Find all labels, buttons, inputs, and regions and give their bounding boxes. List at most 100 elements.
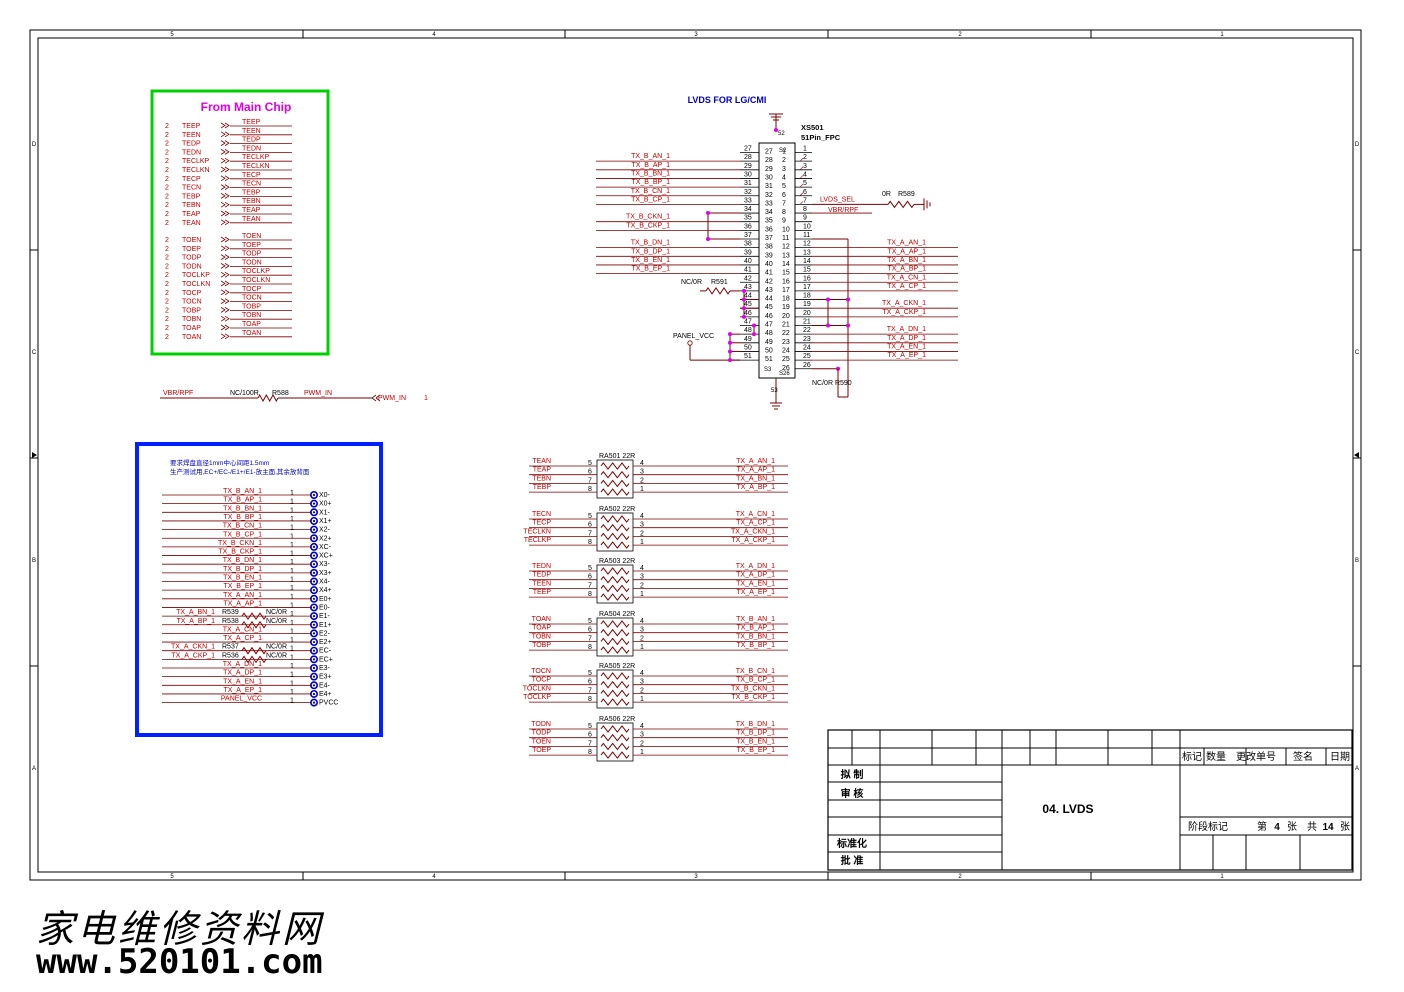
port-label: PWM_IN bbox=[378, 395, 406, 402]
offpage-connector bbox=[220, 271, 230, 278]
connector-pin-inner: 22 bbox=[782, 330, 790, 337]
resistor-r591 bbox=[705, 286, 731, 295]
connector-body bbox=[758, 142, 796, 379]
junction-dot bbox=[752, 332, 756, 337]
connector-pin-number: 44 bbox=[744, 293, 752, 300]
test-point-pad bbox=[309, 594, 318, 603]
main-chip-box bbox=[150, 89, 330, 356]
chip-signal-label: TOAN bbox=[182, 334, 201, 341]
resistor-ref: R537 bbox=[222, 644, 239, 651]
test-point-pad bbox=[309, 542, 318, 551]
test-point-label: E3- bbox=[319, 665, 331, 672]
test-point-pad bbox=[309, 646, 318, 655]
test-point-label: E1- bbox=[319, 613, 331, 620]
resistor-r590-label: NC/0R R590 bbox=[812, 380, 852, 387]
array-in-net: TECN bbox=[532, 511, 551, 518]
array-pin: 6 bbox=[588, 469, 592, 476]
junction-dot bbox=[706, 237, 710, 241]
lvds-connector-block: LVDS FOR LG/CMIXS50151Pin_FPC52S253S3S26… bbox=[596, 95, 958, 410]
connector-pin-inner: 26 bbox=[782, 365, 790, 372]
zone-label-top: 3 bbox=[694, 32, 698, 38]
resistor-ref: R589 bbox=[898, 191, 915, 198]
junction-dot bbox=[706, 211, 710, 216]
test-net-label: TX_B_BN_1 bbox=[223, 505, 262, 512]
connector-right-net: TX_A_AN_1 bbox=[887, 240, 926, 247]
array-pin: 5 bbox=[588, 565, 592, 572]
test-point-pad bbox=[309, 620, 318, 629]
stage-label: 阶段标记 bbox=[1188, 820, 1228, 833]
resistor-symbol bbox=[241, 646, 267, 655]
array-pin: 1 bbox=[640, 591, 644, 598]
connector-pin-inner: 6 bbox=[782, 192, 786, 199]
chip-net-label: TEDP bbox=[242, 137, 261, 144]
resistor-r588 bbox=[257, 393, 279, 403]
array-pin: 4 bbox=[640, 670, 644, 677]
connector-pin-number: 22 bbox=[803, 327, 811, 334]
test-point-block: 要求焊盘直径1mm中心间距1.5mm生产测试用,EC+/EC-/E1+/E1-放… bbox=[135, 442, 383, 737]
offpage-connector bbox=[220, 263, 230, 269]
outer-border bbox=[29, 29, 1362, 881]
test-point-center bbox=[312, 701, 316, 704]
connector-pin-number: 29 bbox=[744, 163, 752, 170]
chip-net-label: TOAP bbox=[242, 321, 261, 328]
connector-pin-number: 26 bbox=[803, 362, 811, 369]
test-point-center bbox=[312, 493, 316, 497]
connector-pin-inner: 18 bbox=[782, 296, 790, 303]
chip-net-label: TEEN bbox=[242, 128, 261, 135]
test-point-center bbox=[312, 589, 316, 592]
connector-pin-number: 20 bbox=[803, 310, 811, 317]
offpage-connector bbox=[220, 210, 230, 217]
chip-signal-label: TEEP bbox=[182, 123, 201, 130]
connector-pin-number: 35 bbox=[744, 215, 752, 222]
connector-pin-inner: 13 bbox=[782, 252, 790, 259]
array-resistor bbox=[600, 646, 630, 654]
array-resistor bbox=[600, 541, 630, 549]
connector-pin-number: 3 bbox=[803, 163, 807, 170]
array-resistor bbox=[600, 751, 630, 759]
test-point-pad bbox=[309, 655, 318, 664]
connector-pin-number: 11 bbox=[803, 232, 810, 239]
chip-net-label: TOBN bbox=[242, 312, 261, 319]
array-pin: 4 bbox=[640, 513, 644, 520]
connector-right-net: TX_A_DP_1 bbox=[887, 335, 926, 342]
chip-signal-label: TECP bbox=[182, 176, 201, 183]
pin-mark bbox=[799, 183, 804, 188]
junction-dot bbox=[826, 297, 830, 302]
array-body bbox=[596, 722, 634, 762]
test-point-pad bbox=[309, 516, 318, 525]
test-point-label: E4- bbox=[319, 682, 331, 689]
test-net-label: TX_A_DN_1 bbox=[223, 661, 262, 668]
offpage-connector bbox=[220, 149, 230, 155]
test-point-center bbox=[312, 545, 316, 549]
junction-dot bbox=[846, 323, 850, 328]
connector-pin-number: 40 bbox=[744, 258, 752, 265]
array-out-net: TX_A_CKN_1 bbox=[731, 528, 775, 535]
chip-signal-label: TOBP bbox=[182, 307, 201, 314]
main-chip-title: From Main Chip bbox=[201, 100, 292, 114]
port-ref: 1 bbox=[424, 395, 428, 402]
sheet-ref: 2 bbox=[165, 211, 169, 218]
array-in-net: TECLKN bbox=[523, 528, 551, 535]
center-mark-arrow bbox=[32, 452, 37, 458]
array-in-net: TOAN bbox=[532, 616, 551, 623]
junction-dot bbox=[728, 340, 732, 345]
offpage-connector bbox=[220, 166, 230, 173]
drawing-title: 04. LVDS bbox=[1042, 802, 1093, 816]
sheet-number: 4 bbox=[1274, 822, 1280, 833]
array-pin: 7 bbox=[588, 582, 592, 589]
test-point-pad bbox=[309, 663, 318, 672]
test-pin-number: 1 bbox=[290, 568, 294, 575]
connector-right-net: TX_A_CKP_1 bbox=[882, 309, 926, 316]
connector-pin-number: 33 bbox=[744, 197, 752, 204]
test-net-label: TX_B_CKN_1 bbox=[218, 540, 262, 547]
sheet-ref: 2 bbox=[165, 290, 169, 297]
connector-pin-number: 5 bbox=[803, 180, 807, 187]
connector-pin-inner: 21 bbox=[782, 322, 790, 329]
array-out-net: TX_A_EN_1 bbox=[736, 580, 775, 587]
test-pin-number: 1 bbox=[290, 559, 294, 566]
zone-label-bottom: 4 bbox=[432, 874, 436, 880]
test-point-center bbox=[312, 632, 316, 635]
array-in-net: TEBN bbox=[532, 475, 551, 482]
